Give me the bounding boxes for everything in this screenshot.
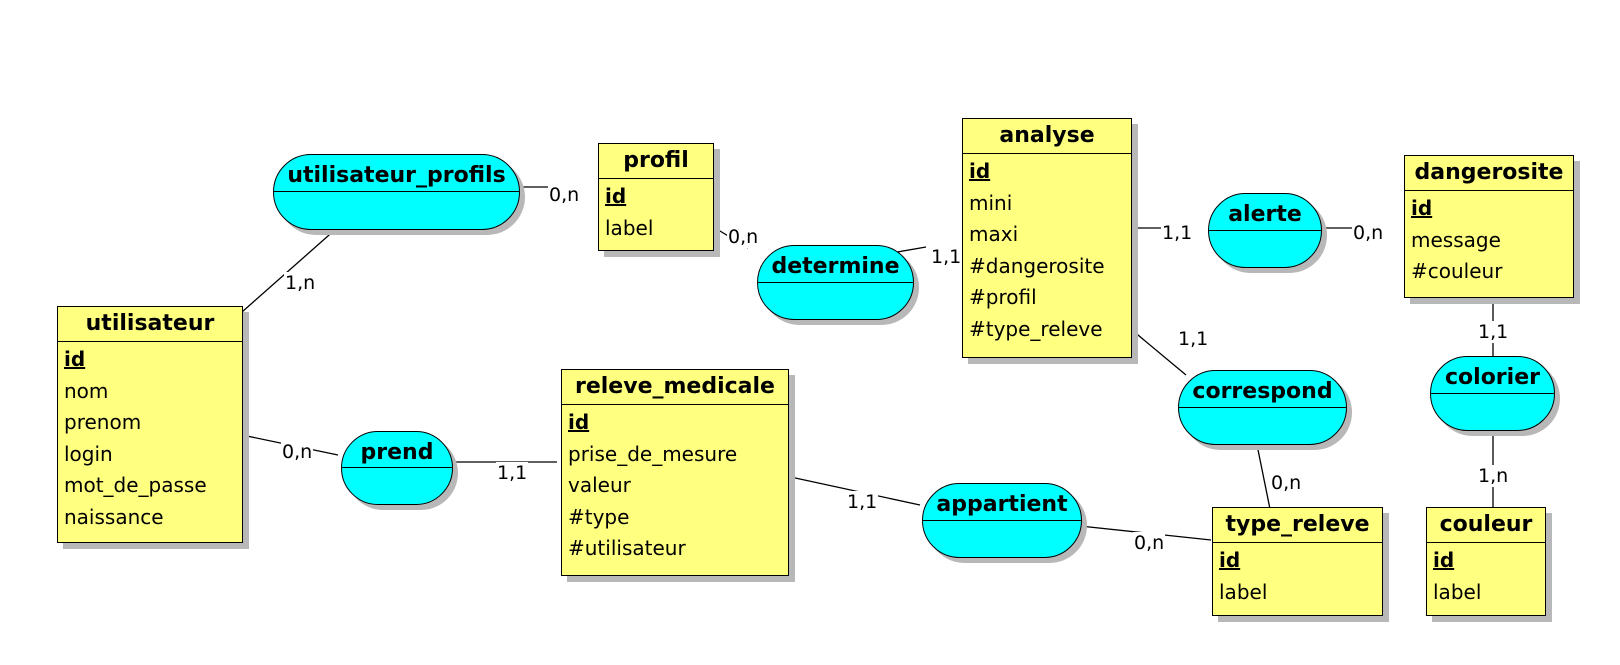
association-title: alerte [1209,194,1321,231]
association-appartient[interactable]: appartient [922,483,1082,558]
entity-title: couleur [1427,508,1545,543]
association-prend[interactable]: prend [341,431,453,505]
entity-couleur[interactable]: couleur id label [1426,507,1546,616]
association-title: correspond [1179,371,1346,408]
attribute: label [1219,579,1268,604]
cardinality-label: 0,n [1270,472,1303,494]
cardinality-label: 1,1 [1161,222,1194,244]
cardinality-label: 1,n [1477,465,1510,487]
entity-dangerosite[interactable]: dangerosite id message #couleur [1404,155,1574,298]
entity-title: dangerosite [1405,156,1573,191]
attribute: label [1433,579,1482,604]
association-title: appartient [923,484,1081,521]
entity-title: releve_medicale [562,370,788,405]
attribute-primary-key: id [969,159,991,183]
attribute-primary-key: id [1219,548,1241,572]
entity-title: utilisateur [58,307,242,342]
attribute-primary-key: id [1433,548,1455,572]
cardinality-label: 1,1 [1477,321,1510,343]
attribute: label [605,215,654,240]
attribute: mot_de_passe [64,473,207,497]
attribute: message [1411,227,1501,252]
attribute-primary-key: id [64,347,86,371]
association-determine[interactable]: determine [757,245,914,320]
entity-title: analyse [963,119,1131,154]
attribute: #couleur [1411,259,1503,283]
link-appartient-releve-medicale [785,475,921,506]
attribute: prenom [64,410,142,434]
attribute: valeur [568,473,631,497]
cardinality-label: 1,n [284,272,317,294]
association-title: colorier [1431,357,1554,394]
cardinality-label: 0,n [1352,222,1385,244]
attribute: #dangerosite [969,253,1105,278]
association-utilisateur-profils[interactable]: utilisateur_profils [273,154,520,230]
cardinality-label: 1,1 [1177,328,1210,350]
cardinality-label: 0,n [281,441,314,463]
cardinality-label: 1,1 [496,462,529,484]
entity-utilisateur[interactable]: utilisateur id nom prenom login mot_de_p… [57,306,243,543]
association-correspond[interactable]: correspond [1178,370,1347,445]
link-utilisateur-profils-utilisateur [241,227,338,313]
attribute: #type_releve [969,316,1103,341]
entity-releve-medicale[interactable]: releve_medicale id prise_de_mesure valeu… [561,369,789,576]
attribute: #type [568,504,630,529]
cardinality-label: 0,n [1133,532,1166,554]
attribute-primary-key: id [568,410,590,434]
attribute: maxi [969,222,1019,246]
attribute: #profil [969,285,1037,309]
cardinality-label: 1,1 [930,246,963,268]
association-title: prend [342,432,452,468]
cardinality-label: 0,n [548,184,581,206]
association-title: utilisateur_profils [274,155,519,192]
association-title: determine [758,246,913,283]
entity-profil[interactable]: profil id label [598,143,714,251]
cardinality-label: 0,n [727,226,760,248]
entity-title: profil [599,144,713,179]
attribute: prise_de_mesure [568,441,738,466]
attribute-primary-key: id [1411,196,1433,220]
attribute: nom [64,378,109,403]
entity-analyse[interactable]: analyse id mini maxi #dangerosite #profi… [962,118,1132,358]
attribute: mini [969,190,1013,215]
attribute: login [64,441,113,466]
association-colorier[interactable]: colorier [1430,356,1555,431]
entity-type-releve[interactable]: type_releve id label [1212,507,1383,616]
attribute: #utilisateur [568,536,686,560]
entity-title: type_releve [1213,508,1382,543]
association-alerte[interactable]: alerte [1208,193,1322,268]
attribute-primary-key: id [605,184,627,208]
cardinality-label: 1,1 [846,491,879,513]
attribute: naissance [64,504,164,529]
